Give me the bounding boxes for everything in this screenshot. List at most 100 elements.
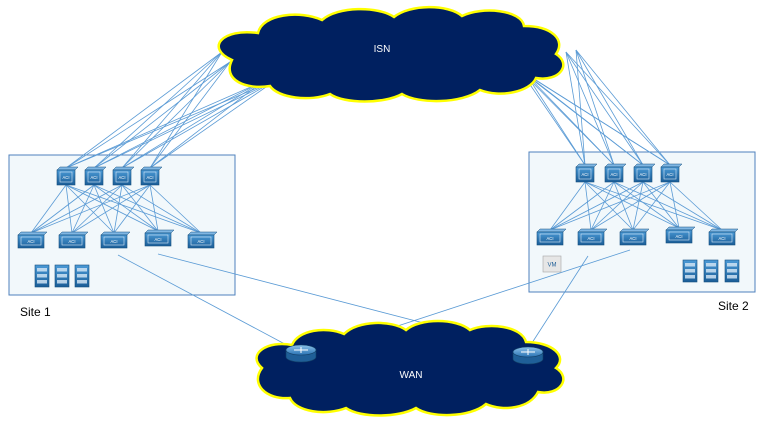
isn-link — [65, 51, 223, 169]
switch-label: ACI — [588, 236, 595, 241]
fabric-link — [121, 184, 159, 232]
isn-link — [121, 81, 263, 169]
fabric-link — [584, 181, 592, 231]
site2-spine-switch-icon: ACI — [660, 163, 683, 183]
site1-spine-switch-icon: ACI — [140, 166, 163, 186]
isn-link — [65, 61, 231, 169]
wan-cloud: WAN — [255, 319, 565, 417]
isn-link — [121, 51, 223, 169]
isn-link — [525, 73, 615, 166]
site2-server-icon — [724, 259, 740, 283]
fabric-link — [669, 181, 680, 229]
fabric-link — [149, 184, 159, 232]
site1-leaf-switch-icon: ACI — [58, 231, 89, 249]
site2-server-icon — [703, 259, 719, 283]
devices-layer: ACI ACI ACI ACI ACI ACI ACI ACI ACI ACI ACI ACI ACI A… — [17, 163, 740, 365]
isn-link — [525, 73, 644, 166]
site1-leaf-switch-icon: ACI — [100, 231, 131, 249]
switch-label: ACI — [147, 175, 154, 180]
vm-icon: VM — [542, 255, 562, 273]
fabric-link — [590, 181, 671, 231]
fabric-link — [669, 181, 723, 231]
switch-label: ACI — [69, 239, 76, 244]
isn-link — [121, 61, 231, 169]
fabric-link — [65, 184, 202, 234]
site2-leaf-switch-icon: ACI — [619, 228, 650, 246]
isn-cloud: ISN — [217, 5, 565, 103]
isn-link — [575, 49, 671, 166]
site1-server-icon — [54, 264, 70, 288]
site2-leaf-switch-icon: ACI — [536, 228, 567, 246]
isn-link — [575, 49, 644, 166]
fabric-link — [71, 184, 151, 234]
fabric-link — [613, 181, 723, 231]
fabric-link — [121, 184, 202, 234]
fabric-link — [613, 181, 634, 231]
fabric-link — [93, 184, 159, 232]
wan-router-left-icon — [285, 344, 317, 363]
isn-link — [565, 51, 644, 166]
site2-leaf-switch-icon: ACI — [665, 226, 696, 244]
switch-label: ACI — [582, 172, 589, 177]
fabric-link — [113, 184, 123, 234]
wan-link — [117, 254, 297, 351]
isn-link — [565, 51, 615, 166]
isn-link — [121, 79, 277, 169]
site1-leaf-switch-icon: ACI — [187, 231, 218, 249]
isn-link — [149, 79, 277, 169]
wan-router-right-icon — [512, 346, 544, 365]
isn-link — [149, 81, 263, 169]
fabric-link — [584, 181, 723, 231]
switch-label: ACI — [640, 172, 647, 177]
isn-link — [149, 51, 223, 169]
fabric-link — [549, 181, 644, 231]
fabric-link — [93, 184, 202, 234]
site2-leaf-switch-icon: ACI — [708, 228, 739, 246]
fabric-link — [549, 181, 586, 231]
site1-leaf-switch-icon: ACI — [17, 231, 48, 249]
site1-spine-switch-icon: ACI — [84, 166, 107, 186]
fabric-link — [590, 181, 615, 231]
site2-label: Site 2 — [718, 299, 749, 313]
fabric-link — [30, 184, 151, 234]
fabric-link — [549, 181, 671, 231]
fabric-link — [71, 184, 95, 234]
site1-server-icon — [34, 264, 50, 288]
switch-label: ACI — [630, 236, 637, 241]
isn-link — [93, 81, 263, 169]
fabric-link — [549, 181, 615, 231]
fabric-link — [71, 184, 123, 234]
switch-label: ACI — [547, 236, 554, 241]
fabric-link — [65, 184, 73, 234]
switch-label: ACI — [63, 175, 70, 180]
site1-spine-switch-icon: ACI — [56, 166, 79, 186]
site2-spine-switch-icon: ACI — [604, 163, 627, 183]
fabric-link — [93, 184, 115, 234]
isn-link — [565, 51, 671, 166]
isn-link — [93, 61, 231, 169]
wan-label: WAN — [400, 370, 423, 381]
fabric-link — [30, 184, 67, 234]
switch-label: ACI — [111, 239, 118, 244]
switch-label: ACI — [91, 175, 98, 180]
switch-label: ACI — [119, 175, 126, 180]
site2-leaf-switch-icon: ACI — [577, 228, 608, 246]
fabric-link — [632, 181, 671, 231]
site1-spine-switch-icon: ACI — [112, 166, 135, 186]
fabric-link — [30, 184, 123, 234]
fabric-link — [149, 184, 202, 234]
site2-spine-switch-icon: ACI — [633, 163, 656, 183]
isn-link — [93, 51, 223, 169]
site2-server-icon — [682, 259, 698, 283]
switch-label: ACI — [719, 236, 726, 241]
fabric-link — [30, 184, 95, 234]
isn-link — [565, 51, 586, 166]
isn-link — [149, 61, 231, 169]
isn-label: ISN — [374, 44, 391, 55]
isn-link — [65, 81, 263, 169]
fabric-link — [642, 181, 680, 229]
fabric-link — [113, 184, 151, 234]
vm-label: VM — [548, 263, 557, 269]
